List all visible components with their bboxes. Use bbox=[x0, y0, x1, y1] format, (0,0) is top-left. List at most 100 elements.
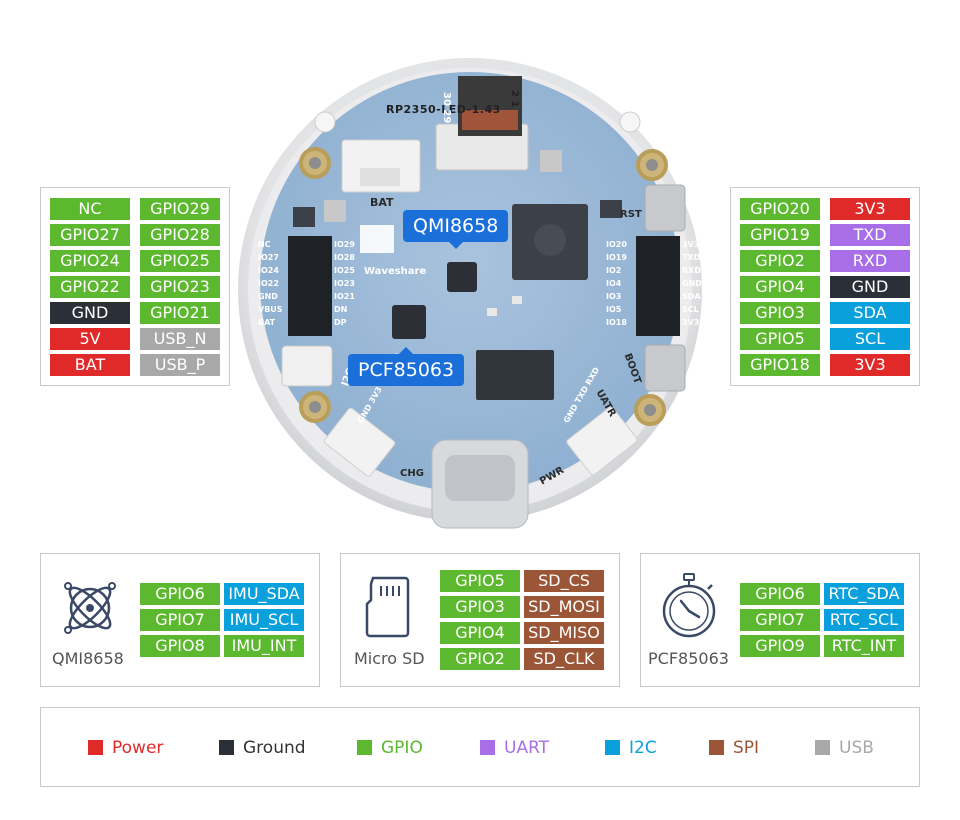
header-pin-silk: IO5 bbox=[606, 305, 622, 314]
header-pin-silk: IO24 bbox=[258, 266, 279, 275]
legend-item-uart: UART bbox=[480, 738, 549, 758]
header-pin-silk: IO29 bbox=[334, 240, 355, 249]
module-pin-gpio: GPIO7 bbox=[140, 609, 220, 631]
module-pin-function: SD_CS bbox=[524, 570, 604, 592]
legend-label: Ground bbox=[243, 738, 306, 758]
pin-label: GPIO29 bbox=[140, 198, 220, 220]
boot-button bbox=[644, 344, 686, 392]
module-pin-function: RTC_INT bbox=[824, 635, 904, 657]
silk-chg: CHG bbox=[400, 468, 424, 479]
pin-label: GPIO25 bbox=[140, 250, 220, 272]
silk-cam-pins-2: 2 1 bbox=[509, 90, 520, 108]
uart-connector bbox=[566, 406, 638, 476]
i2c-connector bbox=[323, 407, 396, 477]
pin-label: GPIO18 bbox=[740, 354, 820, 376]
header-pin-silk: IO19 bbox=[606, 253, 627, 262]
header-pin-silk: GND bbox=[258, 292, 278, 301]
pin-label: BAT bbox=[50, 354, 130, 376]
pin-label: 3V3 bbox=[830, 198, 910, 220]
pin-label: SDA bbox=[830, 302, 910, 324]
pin-label: GPIO20 bbox=[740, 198, 820, 220]
module-pin-function: SD_MOSI bbox=[524, 596, 604, 618]
waveshare-logo bbox=[360, 225, 394, 253]
header-pin-silk: VBUS bbox=[258, 305, 283, 314]
module-pin-gpio: GPIO2 bbox=[440, 648, 520, 670]
pin-label: GPIO27 bbox=[50, 224, 130, 246]
imu-callout-label: QMI8658 bbox=[413, 215, 499, 237]
header-pin-silk: NC bbox=[258, 240, 271, 249]
legend-label: SPI bbox=[733, 738, 760, 758]
pin-label: RXD bbox=[830, 250, 910, 272]
pin-label: GPIO5 bbox=[740, 328, 820, 350]
legend-swatch bbox=[815, 740, 830, 755]
module-name-sd: Micro SD bbox=[354, 649, 425, 668]
header-pin-silk: 3V3 bbox=[682, 318, 700, 327]
pin-label: GPIO3 bbox=[740, 302, 820, 324]
module-pin-gpio: GPIO8 bbox=[140, 635, 220, 657]
stopwatch-icon bbox=[662, 573, 716, 638]
pin-label: 5V bbox=[50, 328, 130, 350]
pin-label: GPIO28 bbox=[140, 224, 220, 246]
module-pin-function: SD_CLK bbox=[524, 648, 604, 670]
module-pin-gpio: GPIO5 bbox=[440, 570, 520, 592]
header-pin-silk: GND bbox=[682, 279, 702, 288]
rtc-callout: PCF85063 bbox=[348, 347, 465, 386]
rtc-callout-label: PCF85063 bbox=[358, 359, 455, 381]
legend-label: Power bbox=[112, 738, 164, 758]
legend-swatch bbox=[88, 740, 103, 755]
module-pin-gpio: GPIO3 bbox=[440, 596, 520, 618]
legend-item-usb: USB bbox=[815, 738, 874, 758]
header-pin-silk: IO25 bbox=[334, 266, 355, 275]
board-illustration bbox=[238, 58, 702, 529]
pin-label: 3V3 bbox=[830, 354, 910, 376]
module-pin-gpio: GPIO9 bbox=[740, 635, 820, 657]
silk-rst: RST bbox=[620, 209, 642, 220]
pin-label: GPIO22 bbox=[50, 276, 130, 298]
header-pin-silk: IO2 bbox=[606, 266, 622, 275]
module-name-rtc: PCF85063 bbox=[648, 649, 729, 668]
flash-chip bbox=[476, 350, 554, 400]
module-pin-gpio: GPIO6 bbox=[740, 583, 820, 605]
module-pin-function: IMU_INT bbox=[224, 635, 304, 657]
legend-item-gpio: GPIO bbox=[357, 738, 423, 758]
silk-brand: Waveshare bbox=[364, 266, 427, 277]
silk-cam-pins: 30 29 bbox=[441, 92, 452, 124]
legend-item-i2c: I2C bbox=[605, 738, 657, 758]
module-pin-function: IMU_SCL bbox=[224, 609, 304, 631]
header-pin-silk: IO22 bbox=[258, 279, 279, 288]
imu-chip bbox=[447, 262, 477, 292]
header-pin-silk: RXD bbox=[682, 266, 701, 275]
pin-label: GND bbox=[830, 276, 910, 298]
legend-label: I2C bbox=[629, 738, 657, 758]
header-pin-silk: SDA bbox=[682, 292, 701, 301]
imu-callout: QMI8658 bbox=[403, 210, 509, 249]
pin-label: GPIO23 bbox=[140, 276, 220, 298]
pin-label: USB_N bbox=[140, 328, 220, 350]
pin-label: GPIO19 bbox=[740, 224, 820, 246]
header-pin-silk: IO21 bbox=[334, 292, 355, 301]
header-pin-silk: IO23 bbox=[334, 279, 355, 288]
pin-label: GPIO24 bbox=[50, 250, 130, 272]
legend-item-ground: Ground bbox=[219, 738, 306, 758]
header-pin-silk: IO28 bbox=[334, 253, 355, 262]
pin-label: NC bbox=[50, 198, 130, 220]
legend-swatch bbox=[605, 740, 620, 755]
rst-button bbox=[644, 184, 686, 232]
pin-label: GPIO21 bbox=[140, 302, 220, 324]
module-pin-gpio: GPIO7 bbox=[740, 609, 820, 631]
legend-item-power: Power bbox=[88, 738, 163, 758]
module-name-imu: QMI8658 bbox=[52, 649, 124, 668]
legend-item-spi: SPI bbox=[709, 738, 759, 758]
silk-bat: BAT bbox=[370, 196, 394, 209]
module-pin-function: SD_MISO bbox=[524, 622, 604, 644]
header-pin-silk: IO3 bbox=[606, 292, 622, 301]
imu-gyro-icon bbox=[64, 582, 116, 634]
module-pin-gpio: GPIO6 bbox=[140, 583, 220, 605]
legend-label: USB bbox=[839, 738, 874, 758]
header-pin-silk: DN bbox=[334, 305, 348, 314]
header-pin-silk: IO20 bbox=[606, 240, 627, 249]
header-pin-silk: 3V3 bbox=[682, 240, 700, 249]
header-pin-silk: IO4 bbox=[606, 279, 622, 288]
pin-label: GPIO2 bbox=[740, 250, 820, 272]
pin-label: GND bbox=[50, 302, 130, 324]
